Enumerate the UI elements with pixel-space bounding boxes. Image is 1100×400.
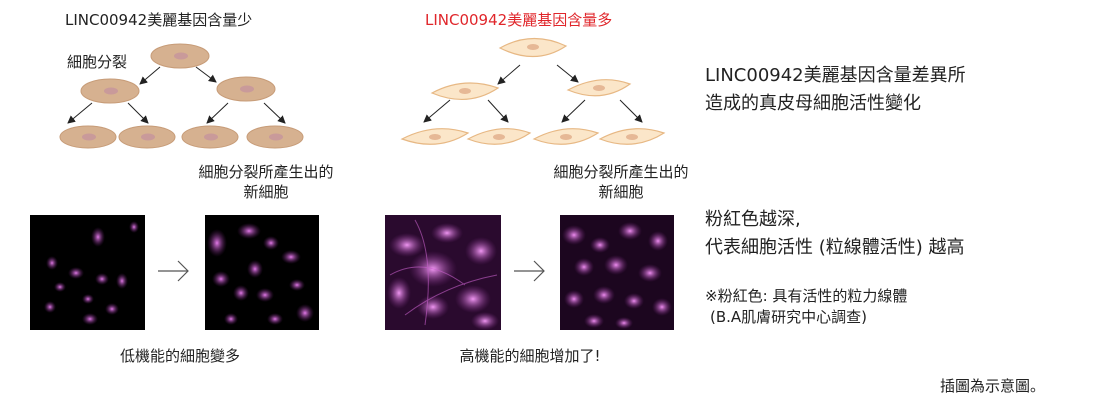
- left-cells: [59, 43, 304, 149]
- left-division-tree: [59, 43, 304, 149]
- right-division-tree: [400, 37, 666, 145]
- arrow-right-icon: [514, 260, 545, 282]
- note: ※粉紅色: 具有活性的粒力線體 (B.A肌膚研究中心調查): [705, 287, 908, 326]
- arrow-right-icon: [158, 260, 189, 282]
- pink-explanation: 粉紅色越深, 代表細胞活性 (粒線體活性) 越高: [705, 209, 965, 258]
- right-nuclei: [429, 44, 638, 140]
- illustration-note: 插圖為示意圖。: [940, 377, 1046, 395]
- high-function-micrograph-after: [560, 215, 674, 330]
- left-new-cells-label: 細胞分裂所產生出的 新細胞: [198, 163, 334, 201]
- right-new-cells-label: 細胞分裂所產生出的 新細胞: [553, 163, 689, 201]
- left-arrows: [67, 66, 286, 124]
- low-function-micrograph-after: [205, 215, 319, 330]
- right-title: LINC00942美麗基因含量多: [425, 11, 613, 29]
- low-function-caption: 低機能的細胞變多: [119, 347, 240, 365]
- low-function-micrograph-before: [30, 215, 145, 330]
- high-function-caption: 高機能的細胞增加了!: [459, 347, 601, 365]
- division-label: 細胞分裂: [67, 53, 128, 71]
- left-nuclei: [82, 52, 283, 141]
- left-title: LINC00942美麗基因含量少: [65, 11, 253, 29]
- right-arrows: [423, 64, 643, 123]
- right-cells: [400, 37, 666, 145]
- side-headline: LINC00942美麗基因含量差異所 造成的真皮母細胞活性變化: [705, 65, 966, 114]
- high-function-micrograph-before: [385, 215, 501, 330]
